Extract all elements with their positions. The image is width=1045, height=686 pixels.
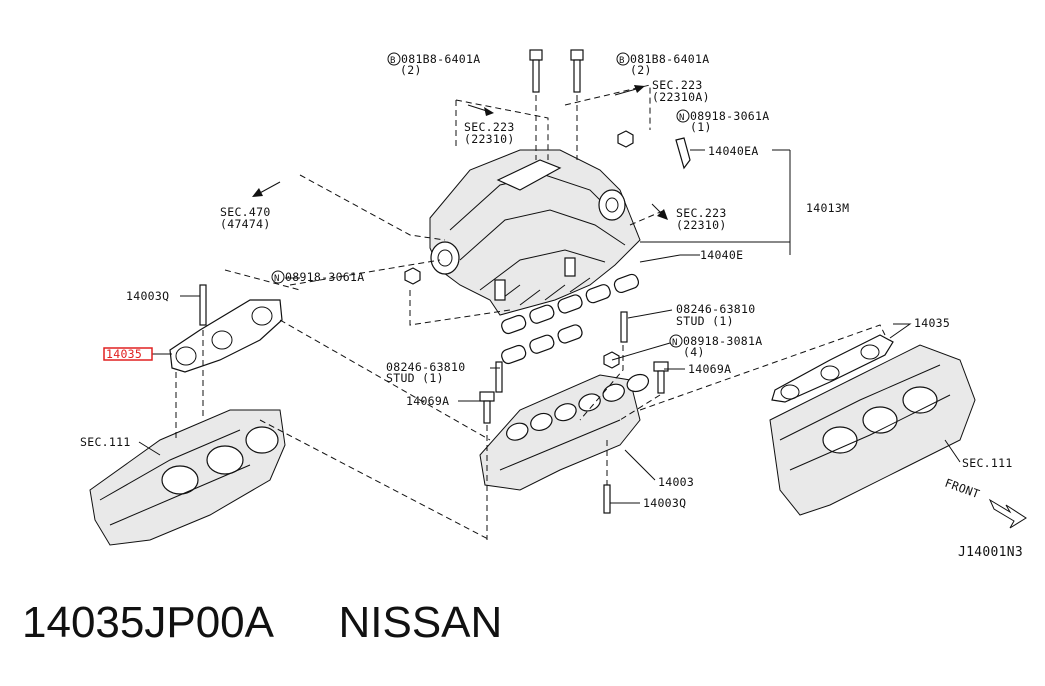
label-sec223-left-ref: (22310) [464, 132, 515, 146]
label-bolt-right: 081B8-6401A [630, 52, 709, 66]
bolt-right [570, 49, 584, 93]
label-sec223-top: SEC.223 [652, 78, 703, 92]
label-14035-right: 14035 [914, 316, 950, 330]
label-stud-right-part: 08246-63810 [676, 302, 755, 316]
brand-name: NISSAN [338, 598, 503, 647]
label-14003Q-left: 14003Q [126, 289, 169, 303]
label-stud-left-part: 08246-63810 [386, 360, 465, 374]
gasket-14035-left [169, 299, 283, 373]
label-sec223-left: SEC.223 [464, 120, 515, 134]
upper-intake-manifold [429, 149, 641, 316]
label-nut-left: 08918-3061A [285, 270, 364, 284]
bolt-14069A-left [479, 391, 495, 424]
stud-right [620, 311, 628, 343]
label-stud-right: STUD (1) [676, 314, 734, 328]
label-14035-left: 14035 [106, 347, 142, 361]
label-diagram-id: J14001N3 [958, 545, 1023, 560]
label-sec111-right: SEC.111 [962, 456, 1013, 470]
label-nut-mid: 08918-3081A [683, 334, 762, 348]
leader-lines [138, 149, 961, 504]
label-stud-left: STUD (1) [386, 371, 444, 385]
callout-labels: 081B8-6401A (2) 081B8-6401A (2) SEC.223 … [80, 52, 1023, 560]
circled-n-icon: N [679, 113, 685, 123]
label-bolt-right-qty: (2) [630, 63, 652, 77]
label-nut-top-right: 08918-3061A [690, 109, 769, 123]
gasket-14040E [501, 273, 640, 365]
label-sec111-left: SEC.111 [80, 435, 131, 449]
front-arrow [988, 498, 1027, 529]
label-front: FRONT [943, 476, 982, 502]
cylinder-head-right [769, 344, 976, 516]
label-sec470: SEC.470 [220, 205, 271, 219]
cylinder-head-left [89, 409, 286, 546]
stud-left [495, 361, 503, 393]
label-sec223-top-ref: (22310A) [652, 90, 710, 104]
label-14069A-left: 14069A [406, 394, 449, 408]
assembly-lines [175, 84, 886, 541]
label-14040E: 14040E [700, 248, 743, 262]
circled-b-icon: B [619, 56, 625, 66]
label-14003Q-bottom: 14003Q [643, 496, 686, 510]
stud-14003Q-left [199, 284, 207, 326]
lower-intake-manifold [479, 373, 650, 491]
gasket-14040EA [675, 137, 691, 170]
label-14040EA: 14040EA [708, 144, 759, 158]
highlight-box [103, 347, 153, 361]
gasket-14035-right [771, 334, 894, 403]
label-nut-top-right-qty: (1) [690, 120, 712, 134]
stud-14003Q-bottom [603, 484, 611, 514]
circled-n-icon: N [274, 274, 280, 284]
footer-caption: 14035JP00A NISSAN [22, 598, 502, 648]
label-14069A-right: 14069A [688, 362, 731, 376]
bolt-14069A-right [653, 361, 669, 394]
label-bolt-left-qty: (2) [400, 63, 422, 77]
label-14013M: 14013M [806, 201, 849, 215]
circled-prefixes: B B N N N [271, 52, 690, 348]
nut-mid [603, 351, 620, 369]
nut-top-right [617, 130, 634, 148]
nut-left [404, 267, 421, 285]
circled-b-icon: B [390, 56, 396, 66]
circled-n-icon: N [672, 338, 678, 348]
label-14003: 14003 [658, 475, 694, 489]
label-sec470-ref: (47474) [220, 217, 271, 231]
label-sec223-right-ref: (22310) [676, 218, 727, 232]
label-sec223-right: SEC.223 [676, 206, 727, 220]
label-bolt-left: 081B8-6401A [401, 52, 480, 66]
direction-arrows [252, 85, 668, 220]
label-nut-mid-qty: (4) [683, 345, 705, 359]
bolt-left [529, 49, 543, 93]
part-number: 14035JP00A [22, 598, 274, 647]
